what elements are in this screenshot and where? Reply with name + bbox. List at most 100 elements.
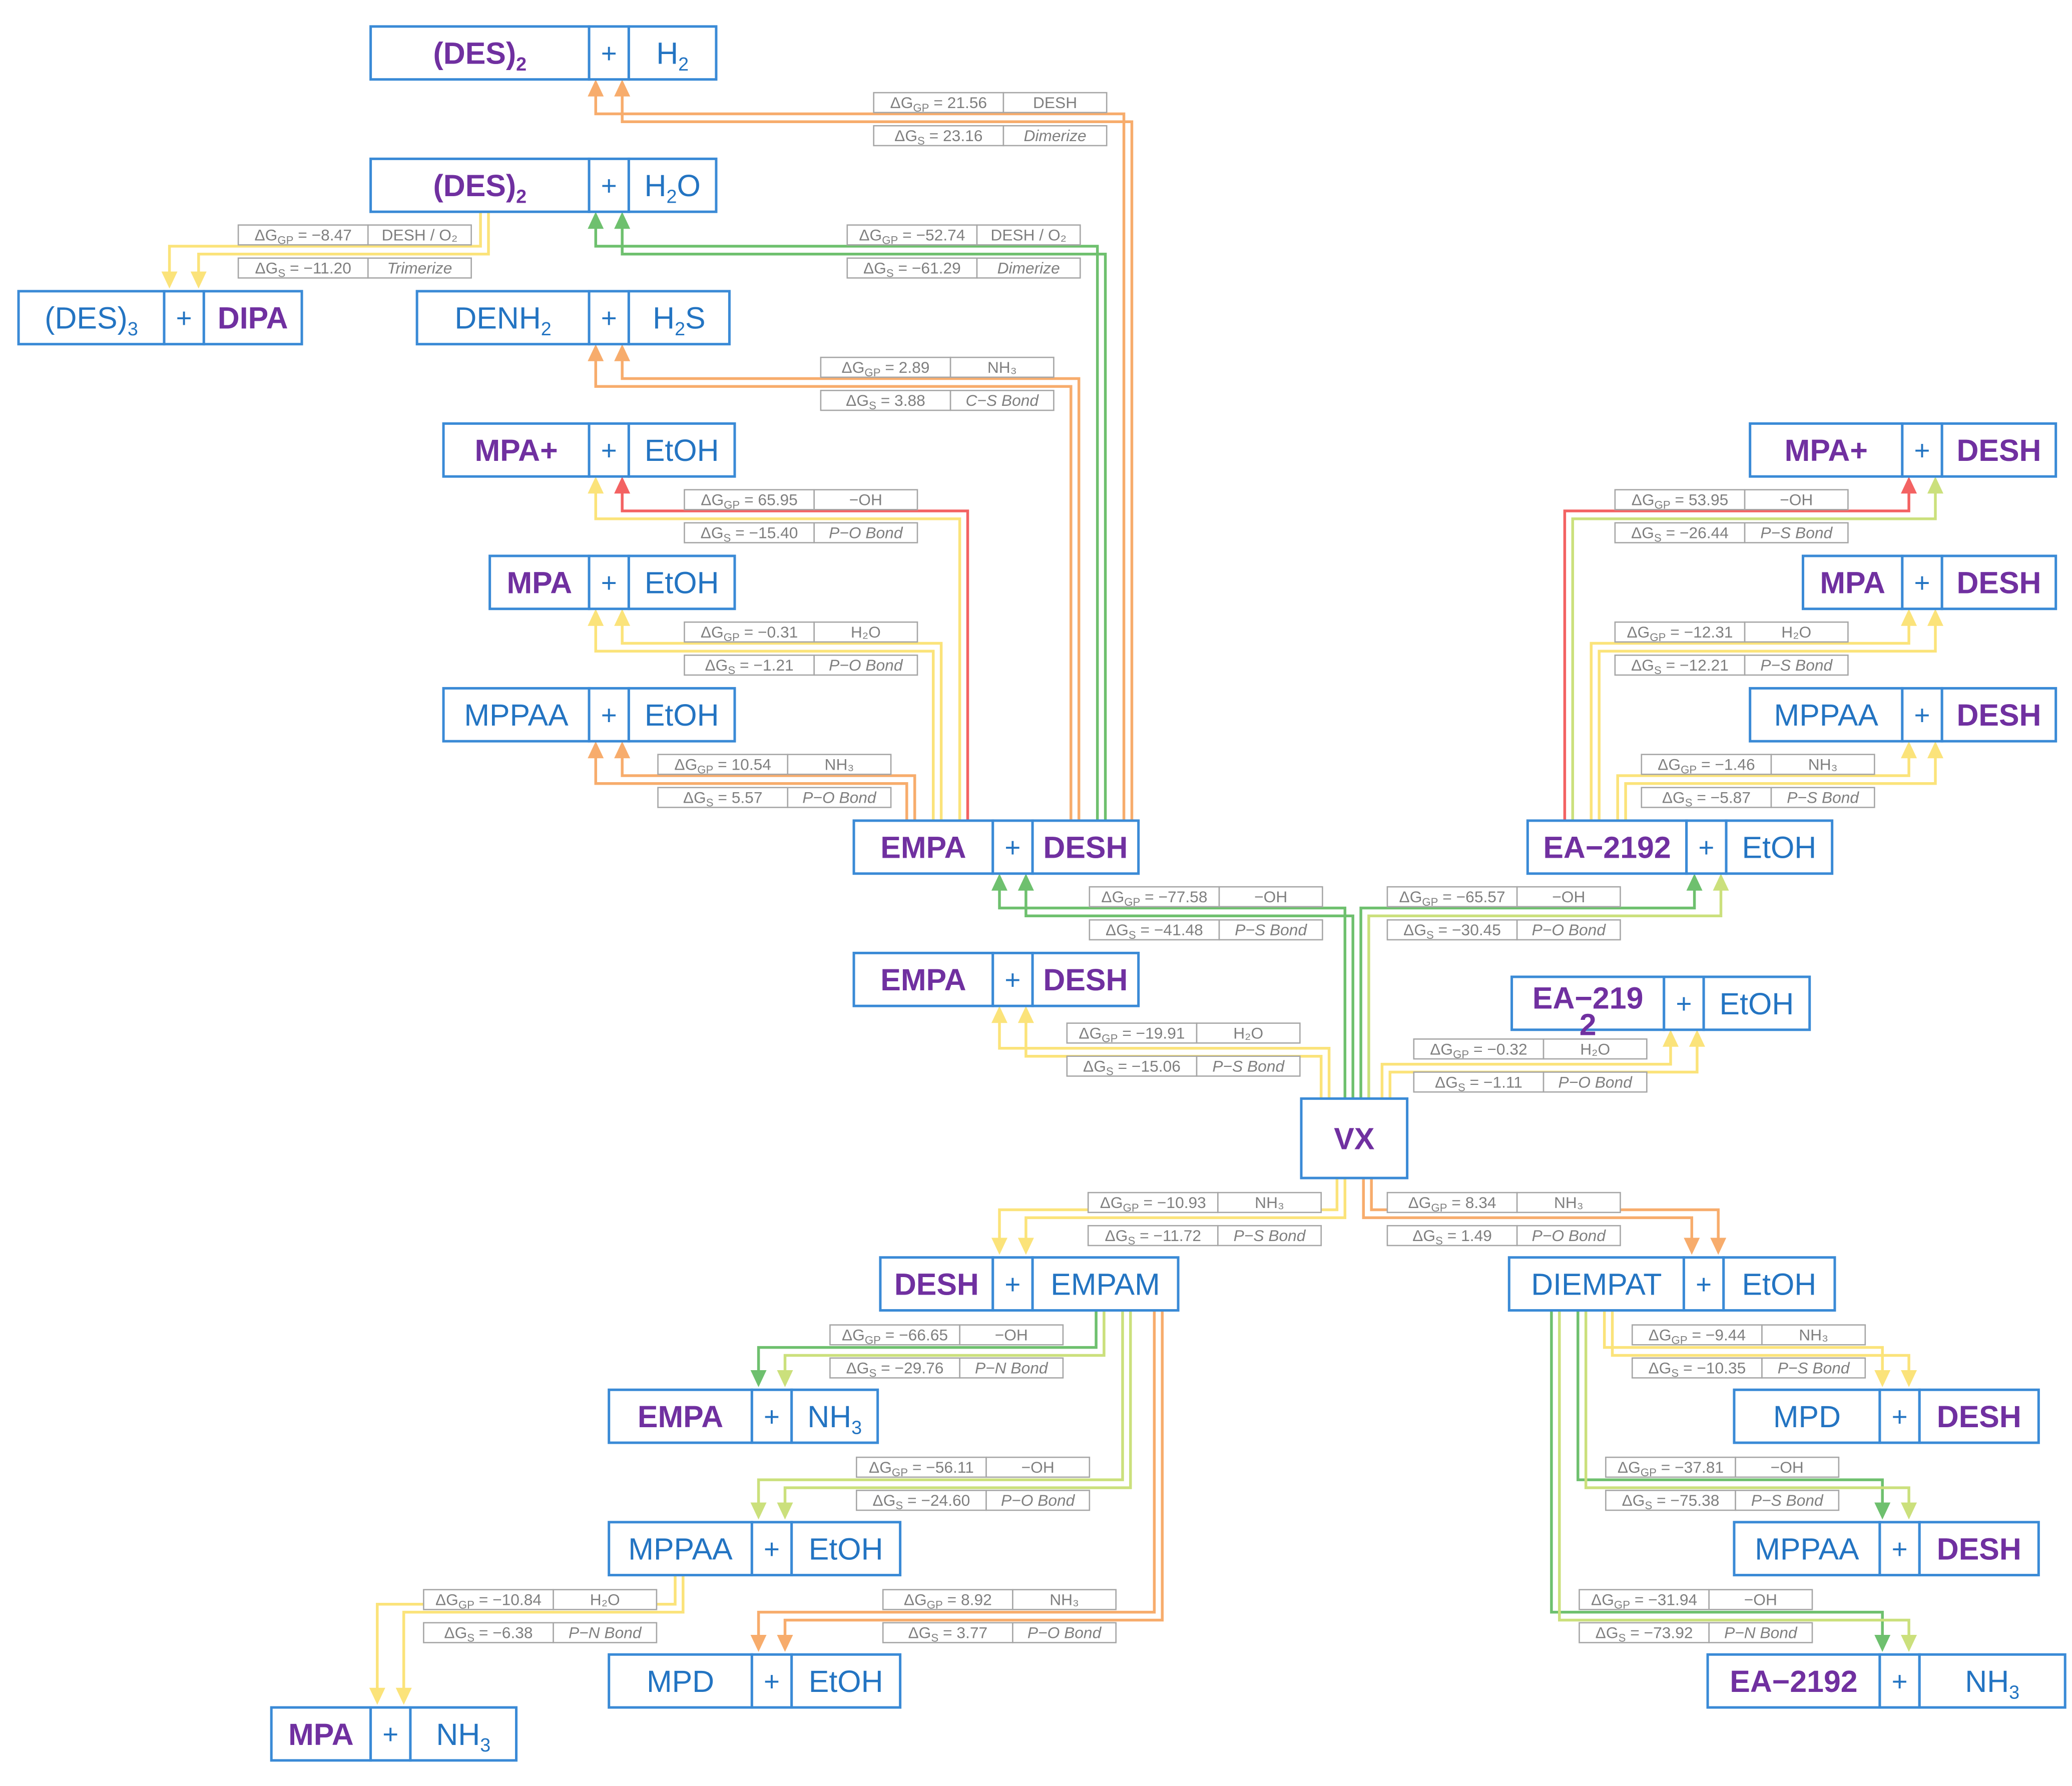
species-label: DESH bbox=[1956, 698, 2041, 732]
annotation-cell bbox=[1218, 886, 1323, 908]
reagent-label: NH₃ bbox=[1050, 1591, 1079, 1609]
arrowhead-icon bbox=[395, 1687, 412, 1705]
species-label: EtOH bbox=[1742, 1268, 1817, 1302]
reaction-edge-46 bbox=[1558, 1310, 1910, 1636]
node-mpa-nh3: MPA+NH3 bbox=[270, 1706, 518, 1762]
reagent-label: DESH / O₂ bbox=[382, 226, 458, 244]
arrowhead-icon bbox=[991, 1006, 1007, 1023]
bond-label: P−S Bond bbox=[1778, 1359, 1850, 1377]
delta-g-gas-phase: ΔGGP = −52.74 bbox=[859, 226, 965, 247]
node-desh-empam: DESH+EMPAM bbox=[879, 1256, 1180, 1312]
node-cell bbox=[1918, 1388, 2040, 1444]
reagent-label: NH₃ bbox=[987, 358, 1017, 376]
node-cell bbox=[588, 422, 630, 478]
reagent-label: −OH bbox=[1771, 1458, 1804, 1476]
annotation-cell bbox=[1089, 886, 1220, 908]
arrowhead-icon bbox=[1686, 873, 1703, 891]
reaction-edge-18 bbox=[1598, 625, 1937, 821]
reaction-edge-35 bbox=[757, 1310, 1124, 1504]
annotation-cell bbox=[1002, 125, 1108, 147]
species-label: MPPAA bbox=[1755, 1532, 1859, 1566]
species-label: MPPAA bbox=[1774, 698, 1879, 732]
node-cell bbox=[1682, 1256, 1725, 1312]
delta-g-solvent: ΔGS = 3.77 bbox=[908, 1624, 987, 1644]
delta-g-gas-phase: ΔGGP = 8.92 bbox=[904, 1591, 992, 1611]
reagent-label: H₂O bbox=[1233, 1024, 1263, 1042]
arrowhead-icon bbox=[1927, 609, 1943, 626]
bond-label: P−O Bond bbox=[1027, 1624, 1102, 1642]
node-mpaplus-desh: MPA++DESH bbox=[1749, 422, 2057, 478]
arrowhead-icon bbox=[777, 1502, 793, 1520]
plus-sign: + bbox=[764, 1401, 780, 1432]
arrowhead-icon bbox=[1901, 741, 1917, 759]
annotation-cell bbox=[976, 224, 1081, 246]
species-label: EtOH bbox=[645, 566, 719, 600]
annotation-cell bbox=[985, 1456, 1091, 1478]
node-mppaa-desh-top: MPPAA+DESH bbox=[1749, 687, 2057, 743]
annotation-cell bbox=[1579, 1589, 1710, 1610]
annotation-cell bbox=[1516, 1225, 1621, 1247]
annotation-cell bbox=[684, 654, 815, 676]
annotation-cell bbox=[1744, 522, 1849, 543]
arrowhead-icon bbox=[190, 271, 207, 289]
plus-sign: + bbox=[1698, 832, 1714, 863]
bond-label: P−O Bond bbox=[1559, 1073, 1633, 1091]
annotation-cell bbox=[1761, 1324, 1866, 1346]
annotation-cell bbox=[1012, 1622, 1117, 1643]
plus-sign: + bbox=[601, 303, 617, 334]
node-cell bbox=[627, 687, 736, 743]
reaction-edge-11 bbox=[594, 625, 935, 821]
reagent-label: DESH / O₂ bbox=[990, 226, 1067, 244]
species-label: DESH bbox=[1043, 831, 1128, 865]
species-label: VX bbox=[1334, 1122, 1375, 1156]
node-cell bbox=[588, 157, 630, 213]
species-label: EtOH bbox=[809, 1532, 883, 1566]
plus-sign: + bbox=[1892, 1401, 1908, 1432]
arrowhead-icon bbox=[1710, 1238, 1727, 1255]
species-label: H2O bbox=[645, 169, 701, 207]
reaction-edge-17 bbox=[1590, 625, 1910, 821]
species-label: EA−2192 bbox=[1730, 1664, 1857, 1698]
reaction-edge-36 bbox=[783, 1310, 1132, 1504]
node-empa-nh3: EMPA+NH3 bbox=[608, 1388, 879, 1444]
annotation-cell bbox=[829, 1357, 960, 1379]
bond-label: P−O Bond bbox=[1532, 1227, 1607, 1245]
reaction-edge-20 bbox=[1624, 757, 1937, 821]
delta-g-solvent: ΔGS = −29.76 bbox=[846, 1359, 944, 1380]
reaction-edge-21 bbox=[998, 889, 1347, 1099]
annotation-cell bbox=[1516, 919, 1621, 941]
node-cell bbox=[1878, 1521, 1921, 1577]
node-cell bbox=[608, 1521, 753, 1577]
bond-label: Dimerize bbox=[997, 259, 1060, 277]
reaction-edges bbox=[161, 79, 1943, 1705]
delta-g-gas-phase: ΔGGP = 21.56 bbox=[890, 94, 987, 114]
annotation-cell bbox=[959, 1324, 1064, 1346]
delta-g-solvent: ΔGS = −15.40 bbox=[701, 524, 798, 544]
node-mppaa-etoh-bottom: MPPAA+EtOH bbox=[608, 1521, 902, 1577]
plus-sign: + bbox=[764, 1666, 780, 1697]
arrowhead-icon bbox=[1901, 476, 1917, 494]
annotation-cell bbox=[985, 1489, 1091, 1511]
node-cell bbox=[1940, 554, 2057, 611]
annotation-cell bbox=[1218, 919, 1323, 941]
node-cell bbox=[879, 1256, 994, 1312]
node-cell bbox=[1901, 687, 1943, 743]
node-cell bbox=[17, 290, 166, 346]
node-cell bbox=[790, 1653, 902, 1709]
arrowhead-icon bbox=[777, 1634, 793, 1652]
annotation-cell bbox=[1614, 522, 1746, 543]
plus-sign: + bbox=[382, 1719, 398, 1750]
species-label: EtOH bbox=[645, 698, 719, 732]
annotation-cell bbox=[1087, 1192, 1219, 1214]
node-cell bbox=[627, 290, 731, 346]
arrowhead-icon bbox=[1901, 609, 1917, 626]
delta-g-gas-phase: ΔGGP = −31.94 bbox=[1591, 1591, 1697, 1611]
reaction-edge-15 bbox=[1563, 492, 1910, 821]
species-label: MPD bbox=[1773, 1400, 1841, 1434]
